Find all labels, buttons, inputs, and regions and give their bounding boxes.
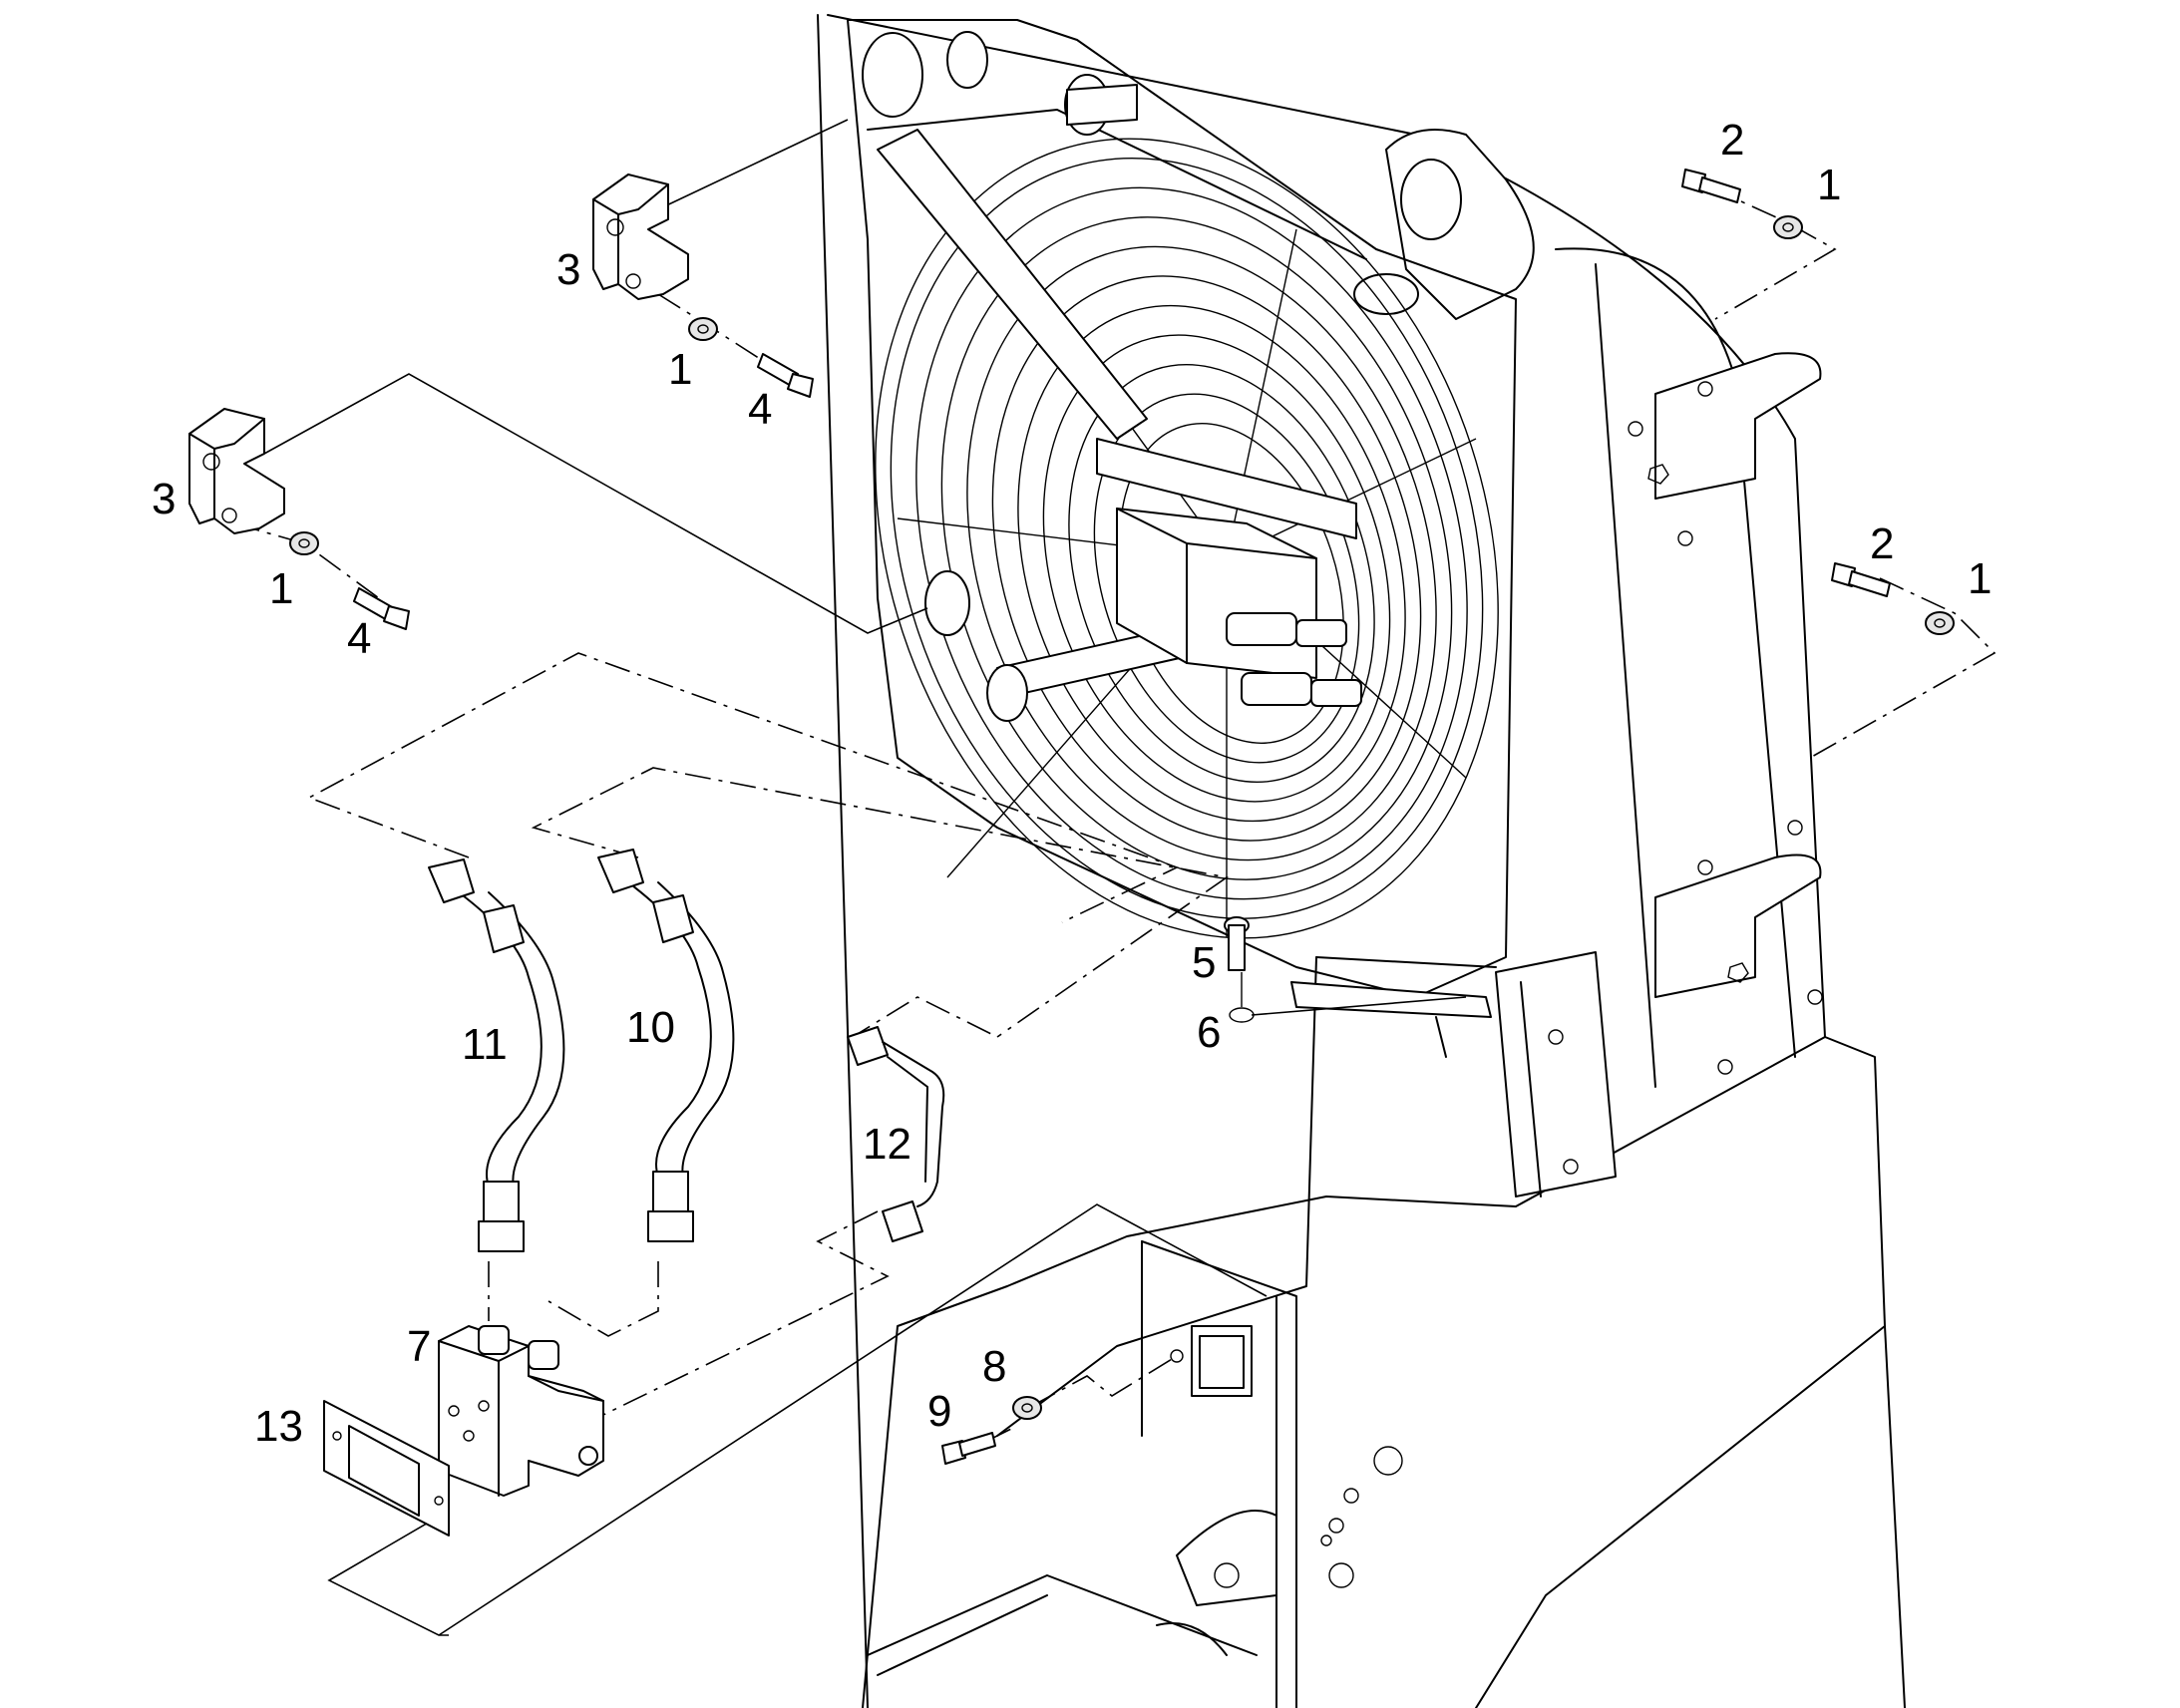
bolt-mid-right: [1831, 562, 1891, 597]
callout-6: 6: [1197, 1008, 1221, 1057]
hose-12: [847, 1026, 945, 1242]
callout-12: 12: [863, 1120, 911, 1169]
callout-2-top-right: 2: [1720, 116, 1744, 165]
callout-labels: 1 2 1 2 3 1 4 3 1 4 5 6 7 8 9 10 11 12 1…: [152, 116, 1992, 1451]
callout-1-lower: 1: [269, 564, 293, 613]
bolt-9: [941, 1432, 996, 1465]
callout-9: 9: [927, 1387, 951, 1436]
gasket-13: [323, 1400, 450, 1537]
callout-4-upper: 4: [748, 385, 772, 434]
leader-upper-bracket: [657, 119, 849, 210]
leader-lines: [233, 119, 1997, 1636]
seal-6: [1229, 972, 1255, 1023]
callout-1-mid-right: 1: [1968, 554, 1992, 603]
washer-mid-right: [1925, 611, 1955, 635]
fitting-5: [1224, 916, 1250, 971]
radiator-fan-assembly: [847, 19, 1517, 1058]
bolt-lower: [353, 587, 410, 630]
washer-lower: [289, 531, 319, 555]
callout-13: 13: [254, 1402, 303, 1451]
callout-3-upper: 3: [556, 245, 580, 294]
hose-10: [597, 849, 735, 1242]
washer-upper: [688, 317, 718, 341]
callout-8: 8: [982, 1342, 1006, 1391]
bracket-lower: [188, 408, 285, 534]
hose-11: [428, 858, 565, 1252]
washer-top-right: [1773, 215, 1803, 239]
callout-10: 10: [626, 1003, 675, 1052]
valve-block-7: [438, 1325, 604, 1497]
callout-4-lower: 4: [347, 614, 371, 663]
bolt-top-right: [1681, 169, 1741, 203]
chassis-frame: [817, 14, 1906, 1708]
bracket-upper: [592, 173, 689, 300]
callout-3-lower: 3: [152, 475, 176, 523]
callout-7: 7: [407, 1322, 431, 1371]
bolt-upper: [757, 353, 814, 398]
callout-1-top-right: 1: [1817, 161, 1841, 209]
callout-1-upper: 1: [668, 345, 692, 394]
leader-lower-bracket: [263, 373, 928, 634]
callout-5: 5: [1192, 938, 1216, 987]
callout-2-mid-right: 2: [1870, 519, 1894, 568]
callout-11: 11: [462, 1020, 508, 1069]
washer-8: [1012, 1396, 1042, 1420]
